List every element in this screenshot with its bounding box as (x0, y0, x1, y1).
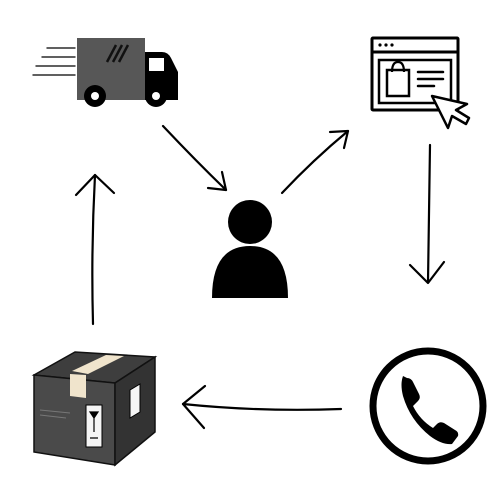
truck-window (149, 58, 164, 71)
online-shop-browser-icon (370, 36, 471, 130)
arrow-phone-to-package (181, 384, 343, 430)
delivery-truck-icon (32, 38, 178, 107)
phone-call-icon (369, 347, 487, 465)
arrow-customer-to-shop (280, 129, 350, 195)
arrow-shop-to-phone (408, 143, 446, 285)
shopping-bag-icon (385, 68, 411, 98)
cursor-icon (430, 94, 471, 130)
arrow-package-to-truck (74, 173, 116, 326)
truck-stripes (105, 44, 130, 63)
shipping-box-icon (31, 351, 158, 467)
arrow-truck-to-customer (161, 124, 228, 192)
speed-lines (32, 47, 76, 76)
person-icon (212, 200, 288, 298)
